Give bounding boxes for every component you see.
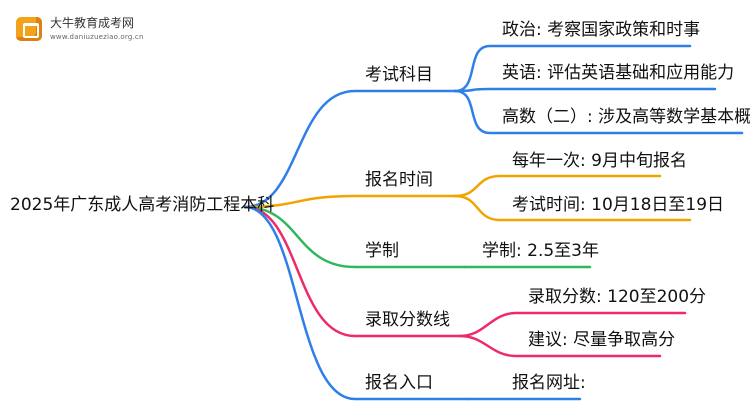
leaf-connector: [453, 174, 662, 198]
leaf-connector: [453, 194, 692, 222]
root-topic: 2025年广东成人高考消防工程本科: [10, 195, 275, 215]
branch-label: 考试科目: [365, 65, 433, 85]
leaf-label: 每年一次: 9月中旬报名: [512, 151, 687, 171]
logo-name: 大牛教育成考网: [50, 16, 135, 30]
branch-connector: [243, 194, 457, 209]
leaf-label: 政治: 考察国家政策和时事: [502, 20, 701, 40]
leaf-connector: [458, 311, 687, 338]
leaf-connector: [458, 334, 662, 358]
leaf-connector: [453, 89, 744, 135]
leaf-label: 建议: 尽量争取高分: [528, 330, 676, 350]
leaf-connector: [453, 44, 692, 93]
branch-connector: [243, 205, 462, 338]
site-logo: 大牛教育成考网 www.daniuzueziao.org.cn: [14, 13, 154, 47]
leaf-label: 英语: 评估英语基础和应用能力: [502, 63, 735, 83]
leaf-label: 学制: 2.5至3年: [482, 241, 599, 261]
book-icon: [16, 17, 42, 41]
branch-label: 录取分数线: [365, 310, 450, 330]
leaf-connector: [453, 87, 717, 93]
leaf-label: 考试时间: 10月18日至19日: [512, 195, 725, 215]
branch-label: 学制: [365, 241, 399, 261]
leaf-label: 录取分数: 120至200分: [528, 287, 707, 307]
branch-connector: [243, 205, 470, 401]
leaf-label: 高数（二）: 涉及高等数学基本概念: [502, 107, 750, 127]
leaf-label: 报名网址:: [512, 373, 586, 393]
logo-url: www.daniuzueziao.org.cn: [50, 33, 144, 41]
branch-connector: [243, 89, 457, 209]
branch-connector: [243, 205, 467, 269]
branch-label: 报名时间: [365, 170, 433, 190]
branch-label: 报名入口: [365, 373, 433, 393]
